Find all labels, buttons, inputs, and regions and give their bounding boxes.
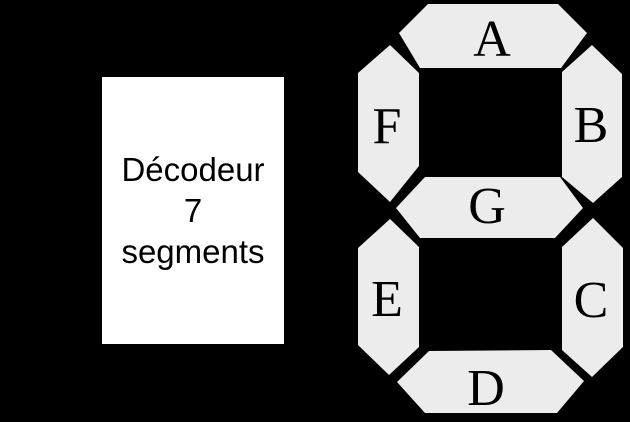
segment-d-shape bbox=[397, 350, 584, 413]
segment-a-shape bbox=[399, 4, 587, 68]
segment-a-label: A bbox=[473, 11, 511, 68]
segment-c-shape bbox=[562, 218, 623, 377]
segment-g-label: G bbox=[468, 178, 506, 235]
segment-f-label: F bbox=[373, 98, 402, 155]
segment-f-shape bbox=[358, 45, 419, 202]
segment-d-label: D bbox=[467, 360, 505, 417]
segment-e-shape bbox=[358, 219, 419, 375]
decoder-box-label-line3: segments bbox=[121, 233, 265, 270]
decoder-box-label-line2: 7 bbox=[183, 192, 203, 229]
segment-g-shape bbox=[396, 177, 583, 238]
segment-b-label: B bbox=[574, 97, 609, 154]
segment-e-label: E bbox=[371, 271, 403, 328]
decoder-box: Décodeur 7 segments bbox=[102, 77, 284, 344]
segment-c-label: C bbox=[574, 272, 609, 329]
segment-b-shape bbox=[562, 45, 622, 203]
decoder-box-label-line1: Décodeur bbox=[121, 151, 265, 188]
